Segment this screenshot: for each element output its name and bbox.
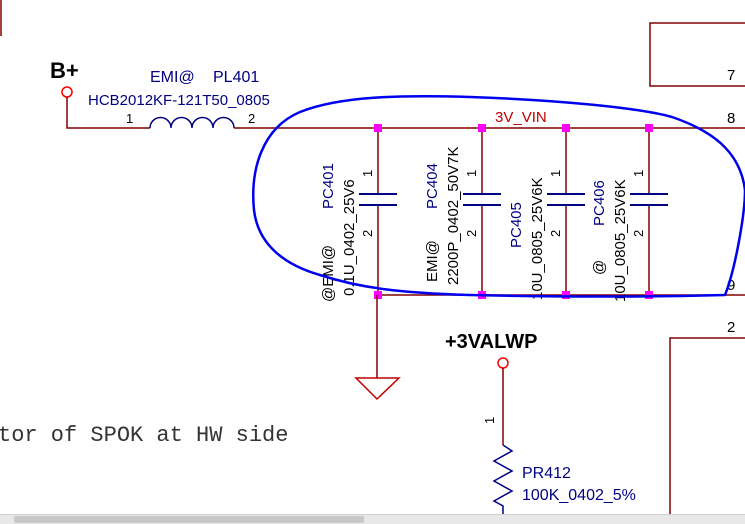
pc404-pin1: 1 [464,170,479,177]
resistor-zigzag [492,444,514,524]
comment-text: tor of SPOK at HW side [0,423,288,448]
resistor-ref: PR412 [522,465,571,482]
pc404-ref: PC404 [424,163,441,209]
junction-dot [478,124,486,132]
junction-dot [374,291,382,299]
ic-pin-number-9: 9 [727,277,735,294]
pc405-pin1: 1 [548,170,563,177]
pc405-value: 10U_0805_25V6K [529,177,546,300]
ic-pin-number-2: 2 [727,319,735,336]
capacitor-pc405 [547,128,585,295]
inductor-pin2: 2 [248,111,255,126]
capacitor-pc406 [630,128,668,295]
capacitor-pc401 [359,128,397,295]
junction-dot [645,124,653,132]
resistor-pin1: 1 [482,417,497,424]
ground-symbol [354,377,401,401]
junction-dot [562,124,570,132]
freehand-annotation-loop [252,94,745,298]
inductor-pin1: 1 [126,111,133,126]
pc405-pin2: 2 [548,230,563,237]
inductor-ref: PL401 [213,69,259,86]
inductor-option: EMI@ [150,69,195,86]
pc406-pin1: 1 [631,170,646,177]
resistor-value: 100K_0402_5% [522,487,636,504]
junction-dot [645,291,653,299]
scrollbar-thumb[interactable] [14,516,364,523]
junction-dot [374,124,382,132]
pc406-option: @ [591,260,608,275]
inductor-coil [149,116,235,129]
junction-dot [562,291,570,299]
capacitor-pc404 [463,128,501,295]
net-label-3v-vin: 3V_VIN [495,109,547,126]
pc404-option: EMI@ [424,240,441,282]
pc406-pin2: 2 [631,230,646,237]
inductor-part: HCB2012KF-121T50_0805 [88,92,270,109]
pc401-pin2: 2 [360,230,375,237]
pc401-pin1: 1 [360,170,375,177]
ic-pin-number-8: 8 [727,110,735,127]
pc401-value: 0.1U_0402_25V6 [341,179,358,296]
pc404-pin2: 2 [464,230,479,237]
wire-b-plus [66,97,150,129]
pc406-value: 10U_0805_25V6K [612,179,629,302]
pc406-ref: PC406 [591,180,608,226]
ic-outline-lower [669,337,745,524]
ic-pin-number-7: 7 [727,67,735,84]
ic-outline-upper [649,22,745,87]
power-port-3valwp [497,357,509,369]
horizontal-scrollbar[interactable] [0,514,745,524]
pc401-ref: PC401 [320,163,337,209]
net-label-3valwp: +3VALWP [445,331,537,353]
net-label-b-plus: B+ [50,58,79,83]
pc404-value: 2200P_0402_50V7K [445,147,462,285]
pc405-ref: PC405 [508,202,525,248]
pc401-option: @EMI@ [320,245,337,302]
power-port-b-plus [61,86,73,98]
